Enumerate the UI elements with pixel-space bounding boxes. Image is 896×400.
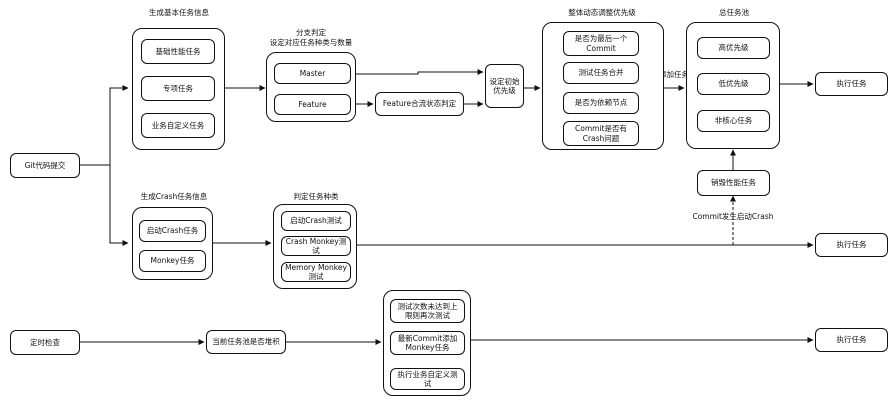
branch-title-2: 设定对应任务种类与数量 xyxy=(269,38,353,47)
pool-piled-node: 当前任务池是否堆积 xyxy=(206,330,286,354)
set-priority-node: 设定初始优先级 xyxy=(485,64,524,108)
git-commit-node: Git代码提交 xyxy=(10,153,80,178)
special-task-node: 专项任务 xyxy=(141,76,215,101)
low-priority-node: 低优先级 xyxy=(697,73,770,95)
pool-title: 总任务池 xyxy=(719,8,749,17)
edge-git-to-crash-group xyxy=(80,164,129,246)
biz-custom-node: 业务自定义任务 xyxy=(141,113,215,138)
feature-merge-node: Feature合流状态判定 xyxy=(375,92,464,116)
judge-type-title: 判定任务种类 xyxy=(293,192,339,201)
crash-info-title: 生成Crash任务信息 xyxy=(140,192,208,201)
commit-crash-label: Commit发生启动Crash xyxy=(692,212,774,221)
timed-check-node: 定时检查 xyxy=(10,330,80,355)
add-task-label: 添加任务 xyxy=(659,70,689,79)
basic-info-title: 生成基本任务信息 xyxy=(149,8,209,17)
test-merge-node: 测试任务合并 xyxy=(563,62,639,84)
master-node: Master xyxy=(274,63,351,84)
feature-node: Feature xyxy=(274,94,351,115)
is-dep-node: 是否为依赖节点 xyxy=(563,92,639,114)
exec-task-node-1: 执行任务 xyxy=(815,72,888,96)
crash-monkey-test-node: Crash Monkey测试 xyxy=(281,236,351,256)
dynamic-title: 整体动态调整优先级 xyxy=(568,8,636,17)
commit-has-crash-node: Commit是否有Crash问题 xyxy=(563,121,639,146)
branch-title-1: 分支判定 xyxy=(296,28,326,37)
destroy-perf-node: 销毁性能任务 xyxy=(697,170,770,196)
memory-monkey-test-node: Memory Monkey测试 xyxy=(281,262,351,282)
exec-task-node-2: 执行任务 xyxy=(815,233,888,257)
exec-biz-test-node: 执行业务自定义测试 xyxy=(390,368,465,390)
edge-master-to-priority xyxy=(351,69,484,75)
exec-task-node-3: 执行任务 xyxy=(815,328,888,352)
retry-test-node: 测试次数未达到上限则再次测试 xyxy=(390,299,465,323)
basic-perf-node: 基础性能任务 xyxy=(141,39,215,64)
high-priority-node: 高优先级 xyxy=(697,37,770,59)
add-monkey-node: 最新Commit添加Monkey任务 xyxy=(390,331,465,355)
monkey-node: Monkey任务 xyxy=(139,250,206,272)
non-core-node: 非核心任务 xyxy=(697,110,770,132)
edge-git-to-basic-group xyxy=(80,85,129,166)
is-last-commit-node: 是否为最后一个Commit xyxy=(563,31,639,56)
start-crash-node: 启动Crash任务 xyxy=(139,220,206,242)
start-crash-test-node: 启动Crash测试 xyxy=(281,211,351,231)
